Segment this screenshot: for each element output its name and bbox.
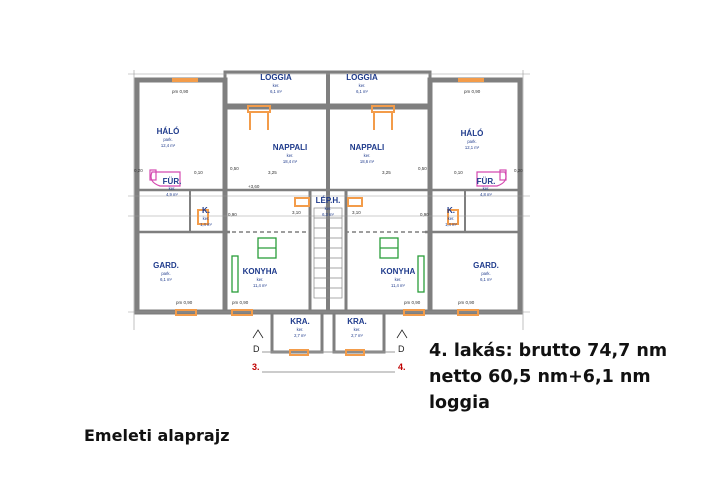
gard-right-type: park. <box>481 271 490 276</box>
loggia-right-name: LOGGIA <box>346 73 378 82</box>
konyha-left-name: KONYHA <box>243 267 278 276</box>
k-left-type: ker. <box>203 216 210 221</box>
furd-right-type: ker. <box>483 186 490 191</box>
furd-left-type: ker. <box>169 186 176 191</box>
gard-left-area: 6,1 m² <box>160 277 172 282</box>
dim-pm-konyha-left: pm 0,90 <box>232 300 249 305</box>
halo-right-area: 12,1 m² <box>465 145 480 150</box>
furd-left-area: 4,9 m² <box>166 192 178 197</box>
konyha-left-area: 11,4 m² <box>253 283 267 288</box>
dim-pm-halo-left: pm 0,90 <box>172 89 189 94</box>
loggia-left-name: LOGGIA <box>260 73 292 82</box>
room-labels: LOGGIA ker. 6,1 m² LOGGIA ker. 6,1 m² HÁ… <box>153 73 499 338</box>
dim-050-left: 0,50 <box>230 166 239 171</box>
dim-310-right: 3,10 <box>352 210 361 215</box>
lepcso-name: LÉP.H. <box>316 196 341 205</box>
kra-right-type: ker. <box>354 327 361 332</box>
konyha-left-type: ker. <box>257 277 264 282</box>
nappali-left-type: ker. <box>287 153 294 158</box>
section-marker-right-number: 4. <box>398 362 406 372</box>
dim-050-right: 0,50 <box>418 166 427 171</box>
gard-left-type: park. <box>161 271 170 276</box>
kitchen-fixtures <box>231 237 425 293</box>
nappali-left-area: 18,4 m² <box>283 159 298 164</box>
apartment-info-line-1: 4. lakás: brutto 74,7 nm <box>429 341 668 361</box>
section-marker-right-letter: D <box>398 344 405 354</box>
apartment-info-line-3: loggia <box>429 393 490 413</box>
nappali-left-name: NAPPALI <box>273 143 308 152</box>
kra-left-type: ker. <box>297 327 304 332</box>
dim-pm-gard-left: pm 0,90 <box>176 300 193 305</box>
gard-right-name: GARD. <box>473 261 499 270</box>
nappali-right-area: 18,6 m² <box>360 159 375 164</box>
kra-left-area: 2,7 m² <box>294 333 306 338</box>
dim-020-left: 0,20 <box>134 168 143 173</box>
dim-010-left: 0,10 <box>194 170 203 175</box>
furd-left-name: FÜR. <box>163 177 182 186</box>
dim-325-left: 3,25 <box>268 170 277 175</box>
halo-left-name: HÁLÓ <box>157 127 180 136</box>
konyha-right-area: 11,4 m² <box>391 283 405 288</box>
halo-right-name: HÁLÓ <box>461 129 484 138</box>
halo-left-area: 12,4 m² <box>161 143 176 148</box>
dimension-labels: pm 0,90 pm 0,90 pm 0,90 pm 0,90 pm 0,90 … <box>134 89 523 305</box>
apartment-info-line-2: netto 60,5 nm+6,1 nm <box>429 367 651 387</box>
lepcso-type: ker. <box>325 206 332 211</box>
section-marker-left-number: 3. <box>252 362 260 372</box>
section-markers: D 3. D 4. <box>252 329 408 372</box>
openings <box>172 78 484 356</box>
kra-left-name: KRA. <box>290 317 310 326</box>
level-mark: +3,60 <box>248 184 260 189</box>
dim-pm-gard-right: pm 0,90 <box>458 300 475 305</box>
k-right-area: 1,4 m² <box>445 222 457 227</box>
k-left-name: K. <box>202 206 210 215</box>
lepcso-area: 6,3 m² <box>322 212 334 217</box>
furd-right-area: 4,8 m² <box>480 192 492 197</box>
walls <box>134 70 523 373</box>
nappali-right-name: NAPPALI <box>350 143 385 152</box>
k-right-name: K. <box>447 206 455 215</box>
loggia-right-area: 6,1 m² <box>356 89 368 94</box>
k-left-area: 1,4 m² <box>200 222 212 227</box>
dim-pm-konyha-right: pm 0,90 <box>404 300 421 305</box>
section-marker-left-letter: D <box>253 344 260 354</box>
dim-pm-halo-right: pm 0,90 <box>464 89 481 94</box>
plan-caption: Emeleti alaprajz <box>84 426 230 445</box>
konyha-right-type: ker. <box>395 277 402 282</box>
loggia-left-area: 6,1 m² <box>270 89 282 94</box>
loggia-left-type: ker. <box>273 83 280 88</box>
dim-310-left: 3,10 <box>292 210 301 215</box>
halo-left-type: park. <box>163 137 172 142</box>
loggia-right-type: ker. <box>359 83 366 88</box>
kra-right-name: KRA. <box>347 317 367 326</box>
kra-right-area: 2,7 m² <box>351 333 363 338</box>
dim-325-right: 3,25 <box>382 170 391 175</box>
gard-right-area: 6,1 m² <box>480 277 492 282</box>
stairs <box>313 207 343 299</box>
dim-020-right: 0,20 <box>514 168 523 173</box>
k-right-type: ker. <box>448 216 455 221</box>
dim-090-left: 0,90 <box>228 212 237 217</box>
apartment-info: 4. lakás: brutto 74,7 nm netto 60,5 nm+6… <box>429 338 714 416</box>
dim-090-right: 0,90 <box>420 212 429 217</box>
gard-left-name: GARD. <box>153 261 179 270</box>
furd-right-name: FÜR. <box>477 177 496 186</box>
dim-010-right: 0,10 <box>454 170 463 175</box>
konyha-right-name: KONYHA <box>381 267 416 276</box>
halo-right-type: park. <box>467 139 476 144</box>
bath-fixtures <box>149 169 507 187</box>
nappali-right-type: ker. <box>364 153 371 158</box>
